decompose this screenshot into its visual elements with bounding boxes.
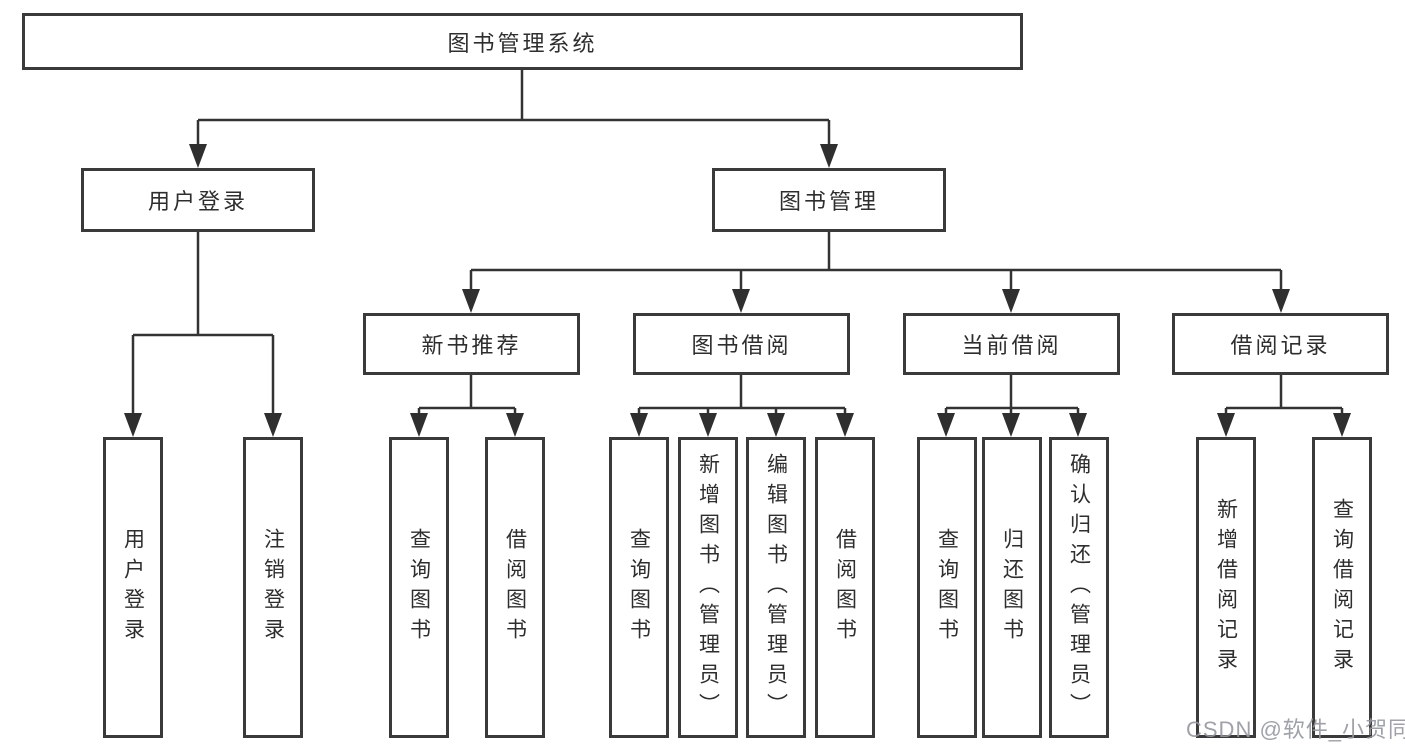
arrow-to-leaf-bb-borrow [836,413,854,437]
node-label: 图书管理 [778,189,879,214]
leaf-label: 查询图书 [407,527,431,648]
leaf-label: 新增图书（管理员） [696,452,720,723]
arrow-to-leaf-cb-confirm [1069,413,1087,437]
leaf-label: 编辑图书（管理员） [764,452,788,723]
node-new-book-recommend: 新书推荐 [363,313,580,375]
arrow-to-leaf-br-query [1333,413,1351,437]
node-current-borrow: 当前借阅 [903,313,1120,375]
node-label: 图书借阅 [691,333,792,358]
node-label: 借阅记录 [1230,333,1331,358]
arrow-to-book-borrow [732,289,750,313]
leaf-label: 查询借阅记录 [1330,497,1354,678]
arrow-to-leaf-cb-query [937,413,955,437]
node-book-management: 图书管理 [712,168,946,232]
leaf-borrow-add-books-admin: 新增图书（管理员） [678,437,738,738]
leaf-label: 查询图书 [627,527,651,648]
leaf-label: 查询图书 [935,527,959,648]
leaf-label: 借阅图书 [833,527,857,648]
node-label: 用户登录 [147,189,248,214]
leaf-newbook-borrow-books: 借阅图书 [485,437,545,738]
arrow-to-leaf-user-login [124,413,142,437]
arrow-to-leaf-bb-edit [767,413,785,437]
node-label: 当前借阅 [961,333,1062,358]
node-library-management-system: 图书管理系统 [22,13,1023,70]
node-borrow-records: 借阅记录 [1172,313,1389,375]
leaf-label: 新增借阅记录 [1214,497,1238,678]
leaf-label: 用户登录 [121,527,145,648]
leaf-user-login: 用户登录 [103,437,163,738]
arrow-to-leaf-bb-query [630,413,648,437]
connector-lines [131,70,1344,415]
arrow-to-user-login [189,144,207,168]
arrow-to-leaf-nb-borrow [506,413,524,437]
leaf-label: 注销登录 [261,527,285,648]
leaf-borrow-edit-books-admin: 编辑图书（管理员） [746,437,806,738]
leaf-logout-login: 注销登录 [243,437,303,738]
node-label: 新书推荐 [421,333,522,358]
leaf-newbook-query-books: 查询图书 [389,437,449,738]
node-book-borrow: 图书借阅 [633,313,850,375]
arrow-to-leaf-logout [264,413,282,437]
arrow-to-leaf-cb-return [1002,413,1020,437]
arrowheads [124,144,1351,437]
leaf-current-return-books: 归还图书 [982,437,1042,738]
leaf-borrow-borrow-books: 借阅图书 [815,437,875,738]
arrow-to-book-management [820,144,838,168]
node-label: 图书管理系统 [447,30,598,56]
watermark: CSDN @软件_小贺同学 [1186,717,1405,742]
arrow-to-current-borrow [1002,289,1020,313]
arrow-to-borrow-records [1272,289,1290,313]
arrow-to-leaf-nb-query [410,413,428,437]
leaf-label: 借阅图书 [503,527,527,648]
leaf-records-query-record: 查询借阅记录 [1312,437,1372,738]
leaf-borrow-query-books: 查询图书 [609,437,669,738]
leaf-records-add-record: 新增借阅记录 [1196,437,1256,738]
leaf-label: 归还图书 [1000,527,1024,648]
leaf-current-confirm-return-admin: 确认归还（管理员） [1049,437,1109,738]
arrow-to-new-book-recommend [462,289,480,313]
node-user-login: 用户登录 [81,168,315,232]
leaf-current-query-books: 查询图书 [917,437,977,738]
arrow-to-leaf-bb-add [699,413,717,437]
arrow-to-leaf-br-add [1217,413,1235,437]
leaf-label: 确认归还（管理员） [1067,452,1091,723]
